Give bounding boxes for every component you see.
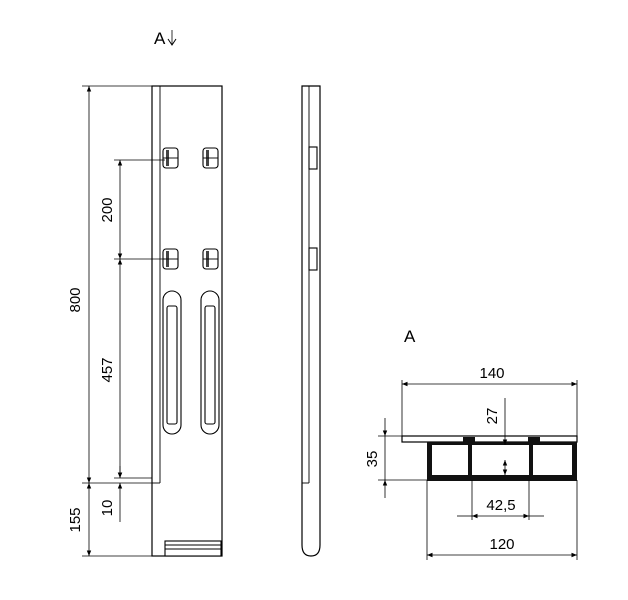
- side-clip-top: [308, 146, 318, 170]
- profile-lip-left: [463, 437, 475, 443]
- profile-lip-right: [528, 437, 540, 443]
- clip-mid-right: [202, 248, 219, 270]
- clip-top-left: [162, 147, 179, 169]
- profile-bottom-flange: [427, 477, 577, 481]
- front-dimensions: 800 200 457 155 10: [67, 85, 165, 557]
- dim-200-label: 200: [99, 197, 116, 222]
- slot-left: [162, 290, 182, 435]
- bottom-grip: [164, 540, 222, 557]
- dim-140-label: 140: [479, 365, 504, 382]
- dim-35-label: 35: [364, 451, 381, 468]
- side-clip-mid: [308, 247, 318, 271]
- dim-120-label: 120: [489, 536, 514, 553]
- dim-800-label: 800: [67, 287, 84, 312]
- dim-155-label: 155: [67, 507, 84, 532]
- clip-top-right: [202, 147, 219, 169]
- view-arrow-a: A: [154, 29, 177, 48]
- section-label: A: [404, 327, 416, 346]
- section-a: A 140 35 27 42,5: [364, 327, 578, 560]
- dim-42-5-label: 42,5: [486, 497, 515, 514]
- side-body: [301, 85, 321, 557]
- view-arrow-head-icon: [167, 38, 177, 46]
- dim-27-label: 27: [484, 408, 501, 425]
- front-view: [151, 85, 223, 557]
- profile-cell-center: [472, 445, 529, 475]
- profile-cell-left: [432, 445, 468, 475]
- clip-mid-left: [162, 248, 179, 270]
- profile-cell-right: [533, 445, 572, 475]
- side-view: [301, 85, 321, 557]
- slot-right: [200, 290, 220, 435]
- dim-10-label: 10: [99, 500, 116, 517]
- dim-457-label: 457: [99, 357, 116, 382]
- view-arrow-label: A: [154, 29, 166, 48]
- profile-top-plate: [401, 435, 578, 443]
